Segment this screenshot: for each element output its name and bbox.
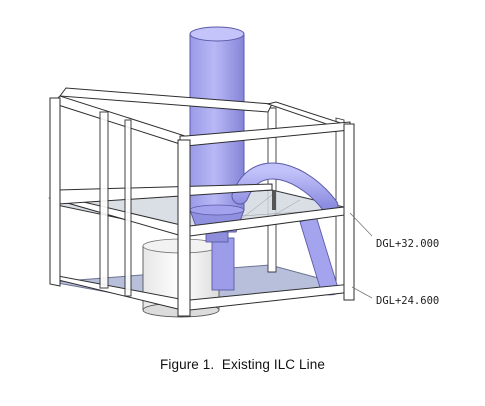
vessel-skirt: [211, 237, 235, 291]
level-label-upper: DGL+32.000: [376, 238, 439, 250]
level-leaders: [349, 212, 373, 299]
steel-frame: [48, 87, 355, 317]
transfer-pipe: [231, 162, 339, 215]
ilc-vessel: [189, 26, 245, 243]
figure-caption: Figure 1. Existing ILC Line: [160, 357, 325, 372]
level-label-lower: DGL+24.600: [376, 295, 439, 307]
